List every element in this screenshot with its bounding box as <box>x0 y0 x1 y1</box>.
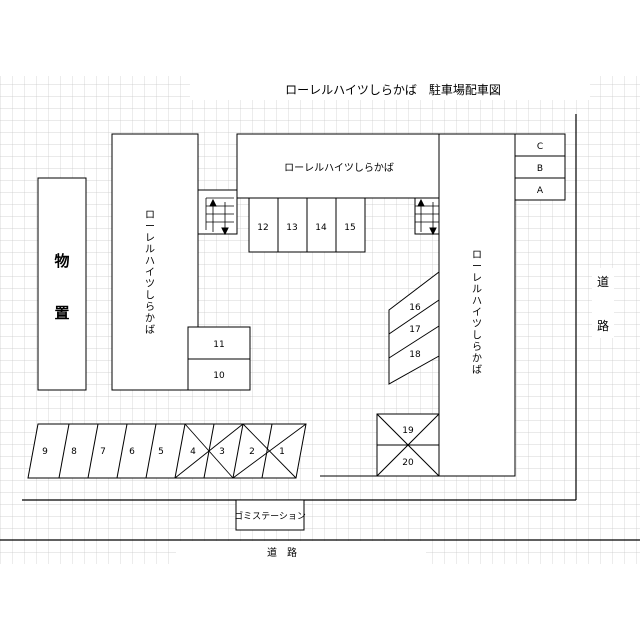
building-left-label: ローレルハイツしらかば <box>145 210 155 336</box>
slots-bottom-row: 9 8 7 6 5 4 3 2 1 <box>27 423 307 479</box>
road-right-plate <box>592 268 614 338</box>
slot-label: 10 <box>213 371 225 381</box>
slot-label: 16 <box>409 303 421 313</box>
slot-label: 8 <box>71 447 77 457</box>
parking-slot <box>187 358 251 391</box>
building-left-label-box <box>124 190 176 348</box>
parking-slot <box>248 197 279 253</box>
slots-top-row: 12 13 14 15 <box>248 197 366 253</box>
garbage-station <box>235 499 305 531</box>
parking-slot <box>335 197 366 253</box>
parking-slot <box>514 177 566 201</box>
slot-label: 5 <box>158 447 164 457</box>
slot-label: 4 <box>190 447 196 457</box>
slot-label: 3 <box>219 447 225 457</box>
garbage-station-label: ゴミステーション <box>234 510 306 522</box>
road-right-label: 道路 <box>597 275 609 333</box>
slot-label: 14 <box>315 223 327 233</box>
slot-label: 7 <box>100 447 106 457</box>
parking-slot <box>277 197 308 253</box>
slot-label: 12 <box>257 223 268 233</box>
slot-label: B <box>537 164 543 174</box>
storage-shed <box>37 177 87 391</box>
slot-label: 2 <box>249 447 255 457</box>
building-top-label-box <box>250 156 428 178</box>
road-bottom-label: 道 路 <box>267 546 297 559</box>
building-right-label: ローレルハイツしらかば <box>472 250 482 376</box>
page-title: ローレルハイツしらかば 駐車場配車図 <box>285 82 501 97</box>
slot-label: 1 <box>279 447 285 457</box>
road-bottom-plate <box>176 541 426 564</box>
slot-row-outline <box>27 423 307 479</box>
slot-label: 11 <box>213 340 224 350</box>
slot-label: 18 <box>409 350 421 360</box>
parking-slot <box>306 197 337 253</box>
stairs-right-arrow-icon <box>417 198 437 236</box>
unavailable-slots-cross-icon <box>174 423 307 479</box>
building-top-label: ローレルハイツしらかば <box>284 162 394 174</box>
title-plate <box>190 76 590 100</box>
slot-block-outline <box>388 270 440 385</box>
slot-label: C <box>537 142 543 152</box>
storage-label-2: 置 <box>54 304 69 322</box>
stairs-left-steps <box>205 197 234 230</box>
stairs-left-arrow-icon <box>209 198 229 236</box>
slot-label: 15 <box>344 223 355 233</box>
slot-label: 6 <box>129 447 135 457</box>
slot-label: 13 <box>286 223 297 233</box>
slots-abc: C B A <box>514 133 566 201</box>
slot-label: 9 <box>42 447 48 457</box>
storage-label-1: 物 <box>54 252 69 270</box>
slots-left-stack: 11 10 <box>187 326 251 391</box>
slot-label: 17 <box>409 325 420 335</box>
stairs-left <box>197 189 238 235</box>
slots-box-pair: 19 20 <box>376 413 440 477</box>
slot-label: A <box>537 186 544 196</box>
building-right-label-box <box>455 186 499 400</box>
slots-diagonal: 16 17 18 <box>388 270 440 385</box>
parking-slot <box>187 326 251 360</box>
slot-label: 19 <box>402 426 414 436</box>
slot-label: 20 <box>402 458 414 468</box>
